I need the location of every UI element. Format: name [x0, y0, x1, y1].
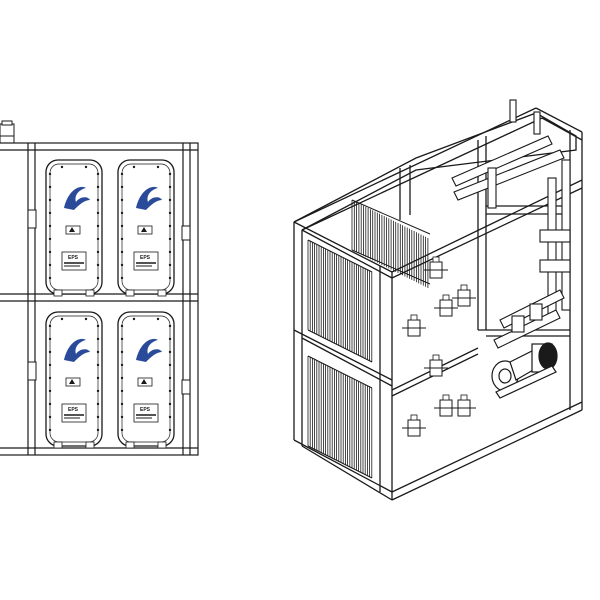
wave-logo-icon	[136, 338, 162, 362]
module-badge-text: EPS	[68, 255, 79, 261]
module-badge-text: EPS	[140, 407, 151, 413]
module-panel: EPS	[45, 159, 103, 297]
wave-logo-icon	[136, 186, 162, 210]
warning-sign-icon	[65, 377, 81, 387]
frame-brackets	[27, 209, 191, 395]
plate-stack-icon	[307, 199, 431, 479]
wave-logo-icon	[64, 338, 90, 362]
warning-sign-icon	[137, 225, 153, 235]
module-panels: EPS EPS EPS EPS	[45, 159, 175, 449]
warning-sign-icon	[137, 377, 153, 387]
wave-logo-icon	[64, 186, 90, 210]
warning-sign-icon	[65, 225, 81, 235]
pipe-elbow-icon	[0, 120, 15, 143]
module-badge-text: EPS	[140, 255, 151, 261]
pump-motor-icon	[491, 342, 558, 399]
module-badge-text: EPS	[68, 407, 79, 413]
iso-view	[293, 99, 583, 501]
pipe-manifold-icon	[402, 99, 571, 437]
module-panel: EPS	[117, 159, 175, 297]
front-view: EPS EPS EPS EPS	[0, 120, 199, 456]
module-panel: EPS	[117, 311, 175, 449]
module-panel: EPS	[45, 311, 103, 449]
